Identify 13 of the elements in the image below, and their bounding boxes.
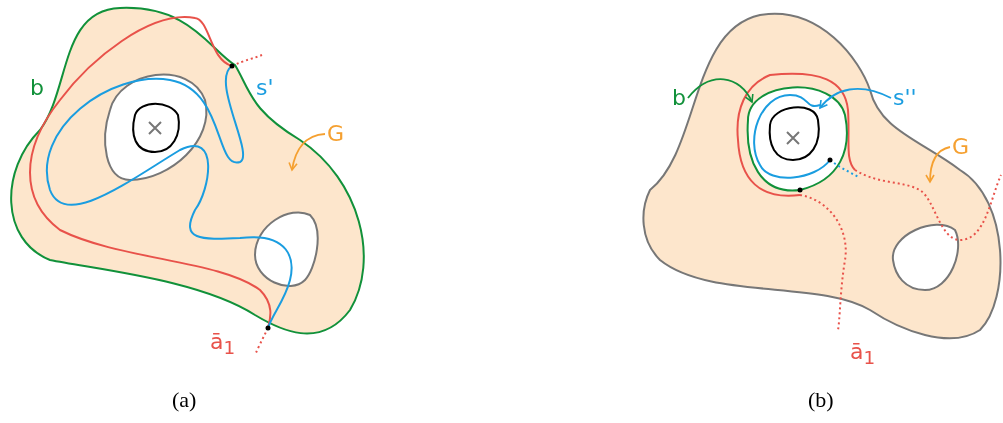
curve-label: b <box>672 86 686 110</box>
region-label: G <box>327 122 345 146</box>
curve-label: b <box>30 76 44 100</box>
arrow <box>819 87 892 109</box>
arrow <box>687 78 754 103</box>
curve-label: s' <box>256 76 274 100</box>
panel-caption: (b) <box>808 388 834 412</box>
curve-label: s'' <box>893 86 917 110</box>
point-label: ā$_{1}$ <box>210 330 236 361</box>
point-label: ā$_{1}$ <box>850 340 876 371</box>
region-label: G <box>952 135 970 159</box>
arrow <box>288 133 326 171</box>
panel-caption: (a) <box>172 388 197 412</box>
